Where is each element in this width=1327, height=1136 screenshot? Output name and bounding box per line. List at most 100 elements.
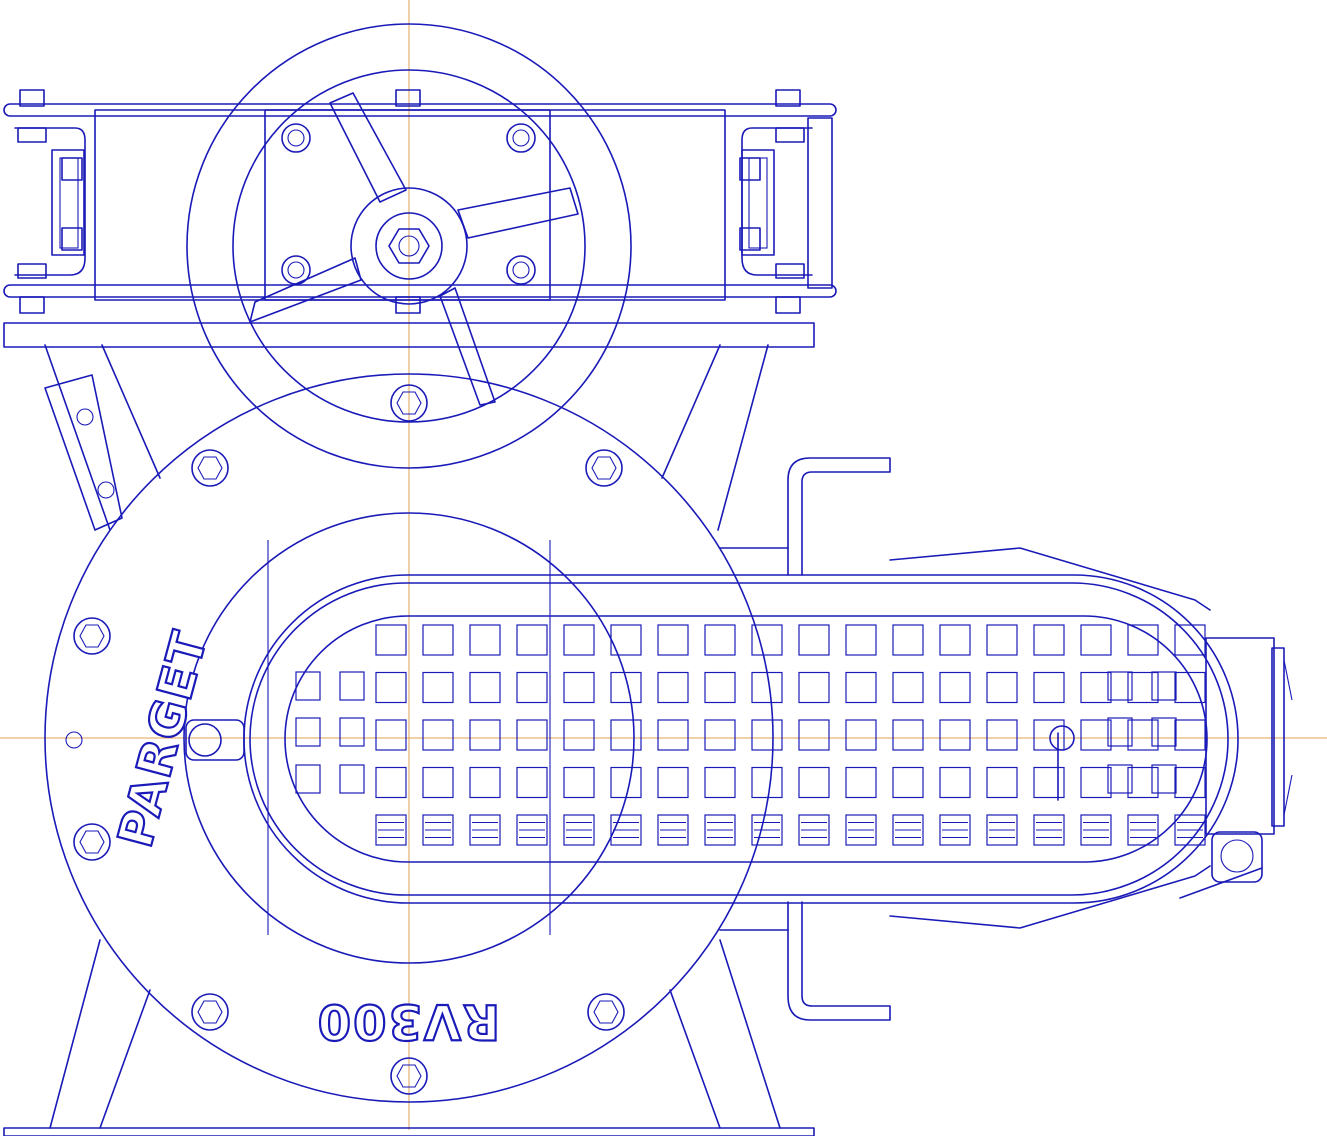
screen-hole [798, 671, 830, 704]
screen-hole-partial [1151, 671, 1177, 701]
screen-hole [610, 671, 642, 704]
screen-hole [1127, 719, 1159, 751]
top-bracket-assembly [3, 89, 837, 348]
screen-hole [1080, 814, 1112, 846]
screen-hole-partial [339, 717, 365, 747]
screen-hole [469, 719, 501, 751]
brand-label: PARGET [107, 624, 219, 853]
screen-hole [892, 671, 924, 704]
screen-hole [1174, 671, 1206, 704]
screen-hole-partial [1107, 717, 1133, 747]
screen-hole [939, 766, 971, 799]
screen-hole [657, 719, 689, 751]
screen-hole-partial [295, 717, 321, 747]
screen-hole [939, 814, 971, 846]
screen-grid [295, 624, 1206, 846]
screen-hole [469, 624, 501, 656]
bracket-bolts [281, 123, 536, 285]
screen-hole [798, 719, 830, 751]
screen-hole-partial [339, 671, 365, 701]
screen-hole [563, 671, 595, 704]
screen-hole [1033, 719, 1065, 751]
screen-hole [892, 814, 924, 846]
inspection-cover [243, 547, 1293, 929]
screen-hole [375, 671, 407, 704]
screen-hole [1174, 624, 1206, 656]
screen-hole [704, 624, 736, 656]
screen-hole [845, 719, 877, 751]
screen-hole [751, 624, 783, 656]
screen-hole [845, 766, 877, 799]
screen-hole [986, 624, 1018, 656]
screen-hole [751, 814, 783, 846]
screen-hole [704, 671, 736, 704]
screen-hole [845, 624, 877, 656]
screen-hole [1127, 814, 1159, 846]
handles [719, 457, 891, 1021]
screen-hole [610, 766, 642, 799]
screen-hole [939, 671, 971, 704]
screen-hole [563, 624, 595, 656]
screen-hole [939, 719, 971, 751]
screen-hole [422, 766, 454, 799]
screen-hole [657, 624, 689, 656]
main-body [44, 373, 774, 1103]
screen-hole [1127, 624, 1159, 656]
hand-wheel [186, 23, 632, 469]
screen-hole [375, 624, 407, 656]
screen-hole [751, 671, 783, 704]
screen-hole [939, 624, 971, 656]
screen-hole [986, 671, 1018, 704]
screen-hole [1174, 719, 1206, 751]
screen-hole [422, 814, 454, 846]
screen-hole [892, 719, 924, 751]
screen-hole [845, 814, 877, 846]
screen-hole [1033, 766, 1065, 799]
screen-hole [469, 766, 501, 799]
screen-hole [516, 766, 548, 799]
screen-hole [1080, 766, 1112, 799]
screen-hole-partial [1151, 717, 1177, 747]
screen-hole-partial [1151, 764, 1177, 794]
screen-hole [375, 814, 407, 846]
screen-hole [986, 719, 1018, 751]
screen-hole [563, 814, 595, 846]
screen-hole-partial [295, 764, 321, 794]
screen-hole [1127, 766, 1159, 799]
screen-hole [516, 671, 548, 704]
screen-hole [516, 814, 548, 846]
screen-hole [422, 671, 454, 704]
machine-outline: PARGET RV300 [3, 23, 1293, 1136]
screen-hole [375, 766, 407, 799]
screen-hole [516, 719, 548, 751]
screen-hole [657, 814, 689, 846]
screen-hole [1127, 671, 1159, 704]
screen-hole [563, 766, 595, 799]
screen-hole [1080, 719, 1112, 751]
screen-hole [1080, 671, 1112, 704]
screen-hole [1033, 671, 1065, 704]
screen-hole [704, 766, 736, 799]
screen-hole [657, 766, 689, 799]
screen-hole [704, 719, 736, 751]
screen-hole-partial [339, 764, 365, 794]
screen-hole [986, 814, 1018, 846]
screen-hole [845, 671, 877, 704]
screen-hole [1033, 814, 1065, 846]
screen-hole [1080, 624, 1112, 656]
screen-hole [892, 766, 924, 799]
model-label: RV300 [316, 993, 500, 1049]
stand-frame [3, 344, 815, 1136]
screen-hole [798, 814, 830, 846]
screen-hole [1033, 624, 1065, 656]
screen-hole [1174, 766, 1206, 799]
screen-hole [986, 766, 1018, 799]
screen-hole [610, 814, 642, 846]
screen-hole [751, 719, 783, 751]
screen-hole [422, 624, 454, 656]
screen-hole [610, 719, 642, 751]
screen-hole [704, 814, 736, 846]
screen-hole [798, 624, 830, 656]
